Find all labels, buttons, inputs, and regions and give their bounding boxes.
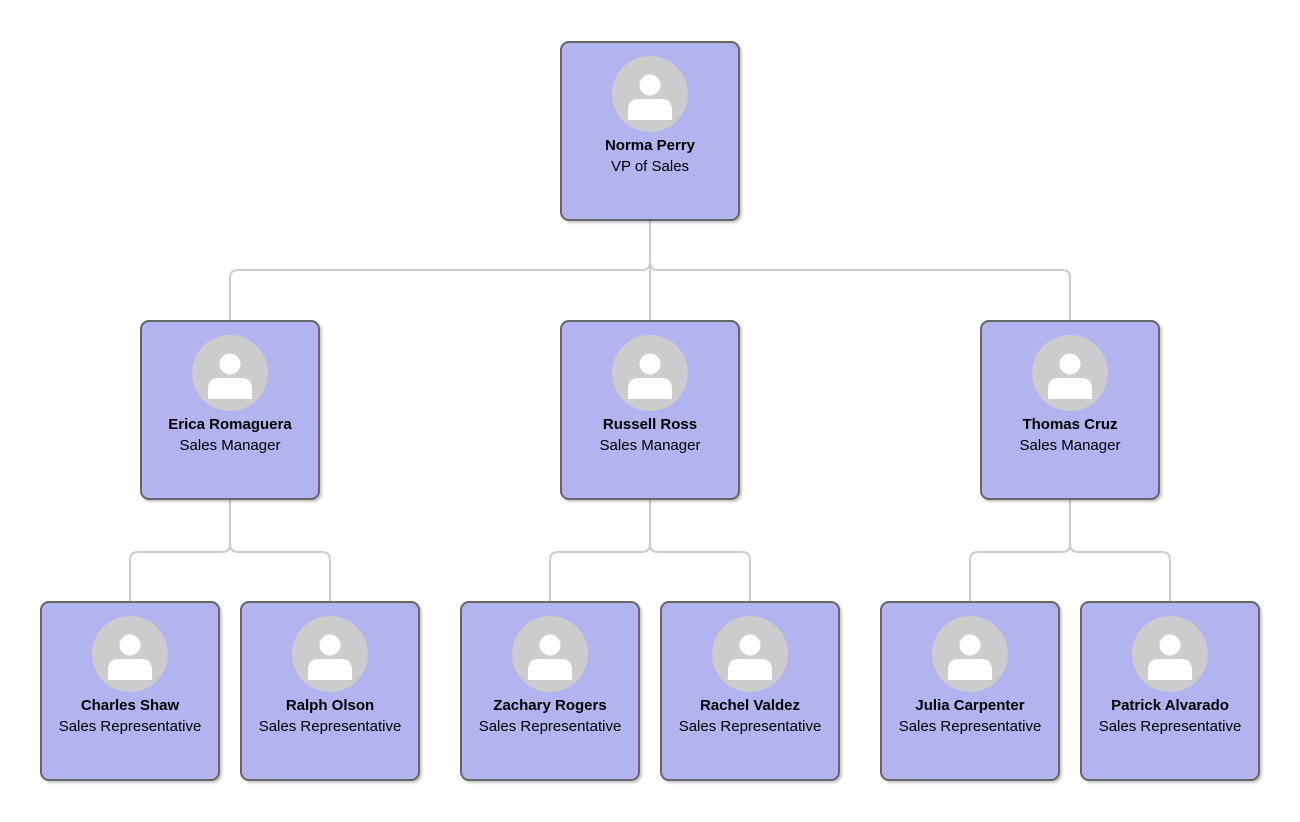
connector-norma-to-thomas xyxy=(649,221,1071,320)
employee-title: Sales Representative xyxy=(678,718,822,735)
connector-erica-to-charles xyxy=(129,500,231,601)
employee-name: Patrick Alvarado xyxy=(1111,697,1229,714)
connector-thomas-to-patrick xyxy=(1069,500,1171,601)
employee-title: Sales Representative xyxy=(478,718,622,735)
org-node-thomas-cruz[interactable]: Thomas Cruz Sales Manager xyxy=(980,320,1160,500)
employee-title: Sales Representative xyxy=(1098,718,1242,735)
connector-thomas-to-julia xyxy=(969,500,1071,601)
employee-name: Erica Romaguera xyxy=(168,416,292,433)
org-node-norma-perry[interactable]: Norma Perry VP of Sales xyxy=(560,41,740,221)
employee-title: Sales Manager xyxy=(179,437,281,454)
org-node-russell-ross[interactable]: Russell Ross Sales Manager xyxy=(560,320,740,500)
employee-title: Sales Representative xyxy=(58,718,202,735)
person-avatar-icon xyxy=(612,335,688,411)
connector-russell-to-zachary xyxy=(549,500,651,601)
employee-name: Russell Ross xyxy=(602,416,698,433)
org-node-julia-carpenter[interactable]: Julia Carpenter Sales Representative xyxy=(880,601,1060,781)
employee-title: Sales Representative xyxy=(898,718,1042,735)
org-node-patrick-alvarado[interactable]: Patrick Alvarado Sales Representative xyxy=(1080,601,1260,781)
employee-title: Sales Manager xyxy=(599,437,701,454)
employee-name: Charles Shaw xyxy=(80,697,180,714)
connector-erica-to-ralph xyxy=(229,500,331,601)
employee-name: Zachary Rogers xyxy=(493,697,607,714)
connector-russell-to-rachel xyxy=(649,500,751,601)
employee-title: Sales Representative xyxy=(258,718,402,735)
employee-title: Sales Manager xyxy=(1019,437,1121,454)
employee-title: VP of Sales xyxy=(610,158,690,175)
person-avatar-icon xyxy=(932,616,1008,692)
person-avatar-icon xyxy=(192,335,268,411)
org-node-rachel-valdez[interactable]: Rachel Valdez Sales Representative xyxy=(660,601,840,781)
employee-name: Thomas Cruz xyxy=(1022,416,1118,433)
person-avatar-icon xyxy=(1132,616,1208,692)
employee-name: Rachel Valdez xyxy=(699,697,801,714)
person-avatar-icon xyxy=(1032,335,1108,411)
person-avatar-icon xyxy=(712,616,788,692)
person-avatar-icon xyxy=(292,616,368,692)
employee-name: Norma Perry xyxy=(604,137,696,154)
person-avatar-icon xyxy=(92,616,168,692)
org-node-ralph-olson[interactable]: Ralph Olson Sales Representative xyxy=(240,601,420,781)
employee-name: Ralph Olson xyxy=(285,697,375,714)
connector-norma-to-erica xyxy=(229,221,651,320)
org-node-erica-romaguera[interactable]: Erica Romaguera Sales Manager xyxy=(140,320,320,500)
person-avatar-icon xyxy=(512,616,588,692)
person-avatar-icon xyxy=(612,56,688,132)
org-node-zachary-rogers[interactable]: Zachary Rogers Sales Representative xyxy=(460,601,640,781)
employee-name: Julia Carpenter xyxy=(915,697,1025,714)
org-node-charles-shaw[interactable]: Charles Shaw Sales Representative xyxy=(40,601,220,781)
